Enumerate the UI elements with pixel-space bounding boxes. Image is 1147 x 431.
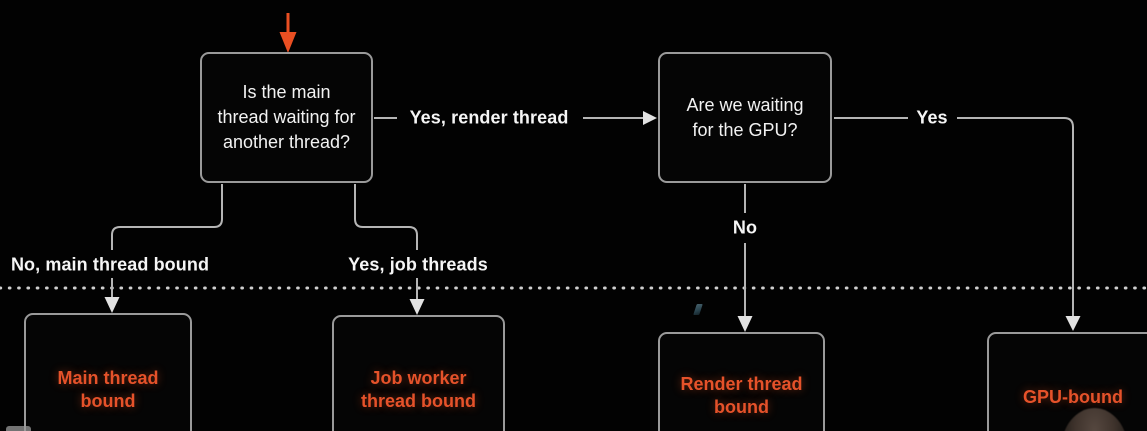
node-main-thread-waiting: Is the main thread waiting for another t…	[200, 52, 373, 183]
edge-label-no: No	[732, 217, 758, 238]
edge-label-yes-job-threads: Yes, job threads	[348, 254, 488, 275]
edge-label-no-main-thread-bound: No, main thread bound	[10, 254, 210, 275]
node-gpu-bound: GPU-bound	[987, 332, 1147, 431]
connector-yes-render-thread	[374, 111, 657, 125]
connector-no-gpu	[737, 184, 753, 332]
node-waiting-for-gpu-label: Are we waiting for the GPU?	[686, 94, 804, 140]
connector-yes-gpu	[834, 117, 1081, 331]
presenter-head-silhouette	[1061, 408, 1128, 431]
connector-yes-job-threads	[354, 184, 425, 315]
node-main-thread-waiting-label: Is the main thread waiting for another t…	[217, 82, 356, 152]
node-main-thread-bound-label: Main thread bound	[57, 368, 159, 411]
connector-no-main-thread-bound	[104, 184, 223, 313]
node-job-worker-thread-bound: Job worker thread bound	[332, 315, 505, 431]
node-render-thread-bound: Render thread bound	[658, 332, 825, 431]
entry-arrow-icon	[279, 13, 297, 53]
node-waiting-for-gpu: Are we waiting for the GPU?	[658, 52, 832, 183]
node-job-worker-thread-bound-label: Job worker thread bound	[361, 368, 476, 411]
bottom-left-artifact	[6, 426, 31, 431]
node-render-thread-bound-label: Render thread bound	[680, 374, 803, 417]
node-main-thread-bound: Main thread bound	[24, 313, 192, 431]
edge-label-yes: Yes	[916, 107, 948, 128]
node-gpu-bound-label: GPU-bound	[1023, 386, 1123, 407]
edge-label-yes-render-thread: Yes, render thread	[409, 107, 569, 128]
